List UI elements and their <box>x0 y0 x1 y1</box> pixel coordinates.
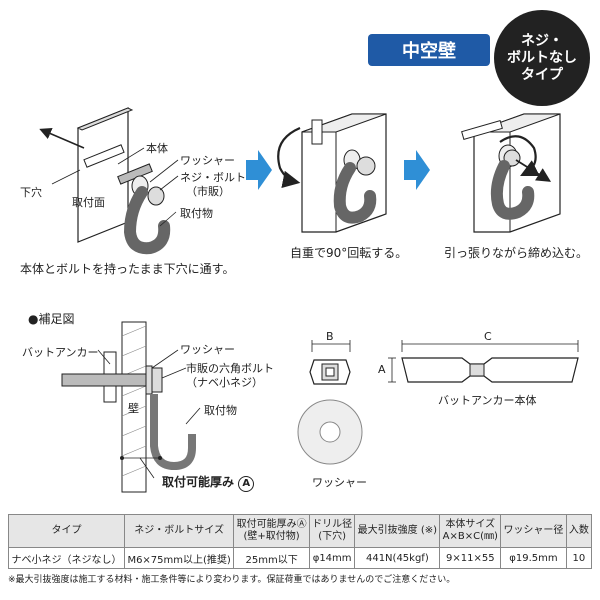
label-fixture-section: 取付物 <box>204 404 237 417</box>
step2-illustration <box>277 113 387 233</box>
dim-a: A <box>378 363 386 376</box>
label-thickness: 取付可能厚み A <box>162 473 255 492</box>
cell-thickness: 25mm以下 <box>233 547 310 569</box>
next-arrow-1 <box>246 150 272 190</box>
bolt-head-1 <box>147 186 165 206</box>
anchor-front-view <box>309 340 351 385</box>
label-screw-bolt: ネジ・ボルト <box>180 171 246 184</box>
label-screw-bolt-note: （市販） <box>186 185 230 198</box>
cell-type: ナベ小ネジ（ネジなし） <box>8 547 125 569</box>
label-hex-bolt-note: （ナベ小ネジ） <box>186 376 263 389</box>
next-arrow-2 <box>404 150 430 190</box>
step3-caption: 引っ張りながら締め込む。 <box>444 246 589 260</box>
cell-drill: φ14mm <box>308 547 356 569</box>
table-header-row: タイプ ネジ・ボルトサイズ 取付可能厚みⒶ(壁+取付物) ドリル径(下穴) 最大… <box>8 514 593 548</box>
label-anchor-body: バットアンカー本体 <box>438 394 537 407</box>
label-wall: 壁 <box>128 402 139 415</box>
label-washer-section: ワッシャー <box>180 343 235 356</box>
supplement-title: ●補足図 <box>28 312 75 326</box>
th-thickness: 取付可能厚みⒶ(壁+取付物) <box>233 514 310 548</box>
fixture-hook-3 <box>490 160 535 220</box>
fixture-hook-1 <box>123 186 171 255</box>
step1-caption: 本体とボルトを持ったまま下穴に通す。 <box>20 262 235 276</box>
cell-body-size: 9×11×55 <box>439 547 502 569</box>
label-bottom-hole: 下穴 <box>20 186 42 199</box>
anchor-vertical-2 <box>311 119 323 145</box>
fixture-hook-section <box>150 394 196 471</box>
step3-illustration <box>461 113 561 233</box>
label-hex-bolt: 市販の六角ボルト <box>186 362 274 375</box>
th-max-strength: 最大引抜強度 (※) <box>354 514 441 548</box>
step2-caption: 自重で90°回転する。 <box>290 246 408 260</box>
wall-type-badge: 中空壁 <box>368 34 490 66</box>
th-screw-size: ネジ・ボルトサイズ <box>123 514 235 548</box>
supplement-cross-section <box>61 321 201 493</box>
label-fixture: 取付物 <box>180 207 213 220</box>
footnote: ※最大引抜強度は施工する材料・施工条件等により変わります。保証荷重ではありません… <box>8 575 456 585</box>
cell-washer-diameter: φ19.5mm <box>500 547 567 569</box>
label-mount-surface: 取付面 <box>72 196 105 209</box>
spec-table: タイプ ネジ・ボルトサイズ 取付可能厚みⒶ(壁+取付物) ドリル径(下穴) 最大… <box>8 514 593 569</box>
badge-line-2: ボルトなし <box>507 49 577 66</box>
th-drill: ドリル径(下穴) <box>308 514 356 548</box>
th-quantity: 入数 <box>565 514 593 548</box>
thickness-mark: A <box>238 476 255 492</box>
dim-c: C <box>484 330 492 343</box>
th-type: タイプ <box>8 514 125 548</box>
anchor-side-view <box>388 340 579 383</box>
badge-line-1: ネジ・ <box>521 32 563 49</box>
label-washer-view: ワッシャー <box>312 476 367 489</box>
badge-line-3: タイプ <box>521 66 563 83</box>
label-butt-anchor: バットアンカー <box>22 346 99 359</box>
washer-top-view <box>297 399 363 465</box>
label-washer: ワッシャー <box>180 154 235 167</box>
cell-screw-size: M6×75mm以上(推奨) <box>123 547 235 569</box>
no-screw-type-badge: ネジ・ ボルトなし タイプ <box>494 10 590 106</box>
fixture-hook-2 <box>333 162 377 224</box>
step1-illustration <box>39 107 179 255</box>
cell-max-strength: 441N(45kgf) <box>354 547 441 569</box>
label-body: 本体 <box>146 142 168 155</box>
cell-quantity: 10 <box>565 547 593 569</box>
th-washer-diameter: ワッシャー径 <box>500 514 567 548</box>
label-thickness-text: 取付可能厚み <box>162 475 235 489</box>
dim-b: B <box>326 330 334 343</box>
table-row: ナベ小ネジ（ネジなし） M6×75mm以上(推奨) 25mm以下 φ14mm 4… <box>8 547 593 569</box>
anchor-body-1 <box>83 144 125 168</box>
